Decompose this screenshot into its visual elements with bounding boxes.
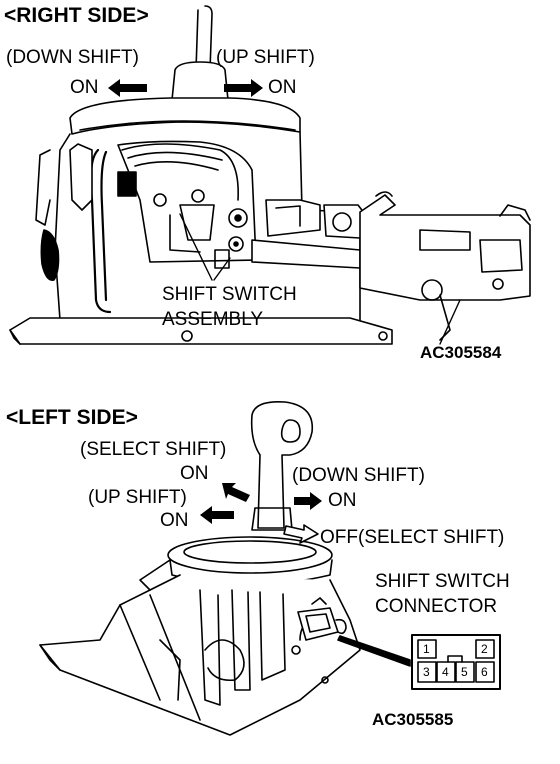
up-shift-on-label: ON: [268, 77, 297, 98]
figure-code-right: AC305584: [420, 343, 502, 362]
pin-2: 2: [481, 642, 488, 656]
shift-switch-assembly-label-2: ASSEMBLY: [162, 309, 264, 330]
up-shift-arrow-icon: [224, 79, 263, 97]
up-shift-on-label-left: ON: [160, 510, 189, 531]
left-side-header: <LEFT SIDE>: [6, 406, 138, 429]
down-shift-on-label-left: ON: [328, 490, 357, 511]
down-shift-arrow-icon: [108, 79, 147, 97]
pin-1: 1: [423, 642, 430, 656]
down-shift-on-label: ON: [70, 77, 99, 98]
left-side-illustration: [40, 402, 410, 735]
up-shift-label: (UP SHIFT): [216, 47, 315, 68]
shift-switch-connector-pinout: [412, 635, 500, 689]
down-shift-label: (DOWN SHIFT): [6, 47, 139, 68]
shift-switch-connector-label-1: SHIFT SWITCH: [375, 571, 510, 592]
pin-3: 3: [423, 665, 430, 679]
up-shift-arrow-icon-left: [200, 506, 234, 524]
down-shift-label-left: (DOWN SHIFT): [292, 465, 425, 486]
up-shift-label-left: (UP SHIFT): [88, 487, 187, 508]
right-side-header: <RIGHT SIDE>: [4, 4, 149, 27]
figure-code-left: AC305585: [372, 710, 454, 729]
select-shift-arrow-icon: [222, 483, 250, 502]
select-shift-label: (SELECT SHIFT): [80, 439, 227, 460]
off-select-shift-label: OFF(SELECT SHIFT): [320, 527, 505, 548]
shift-switch-assembly-label-1: SHIFT SWITCH: [162, 284, 297, 305]
shift-switch-connector-label-2: CONNECTOR: [375, 596, 498, 617]
pin-4: 4: [442, 665, 449, 679]
right-side-illustration: [10, 6, 530, 344]
select-shift-on-label: ON: [180, 463, 209, 484]
pin-6: 6: [481, 665, 488, 679]
off-select-arrow-icon: [284, 525, 318, 543]
pin-5: 5: [461, 665, 468, 679]
down-shift-arrow-icon-left: [294, 492, 322, 510]
